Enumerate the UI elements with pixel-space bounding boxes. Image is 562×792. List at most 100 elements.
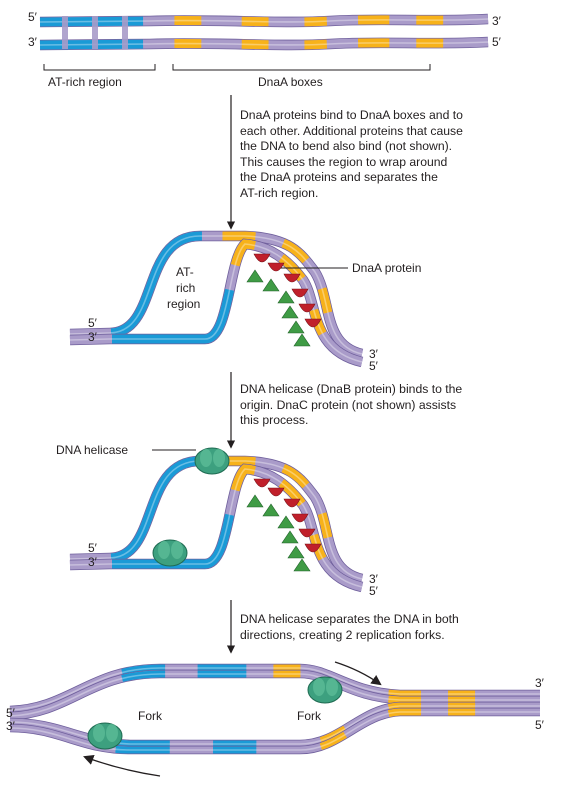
- three-prime-label: 3′: [535, 676, 544, 690]
- five-prime-label: 5′: [369, 584, 378, 598]
- at-rich-label-line-3: region: [167, 297, 201, 311]
- five-prime-label: 5′: [28, 10, 37, 24]
- dnaa-box-segment: [39, 37, 489, 50]
- three-prime-label: 3′: [369, 572, 378, 586]
- dna-strand: [69, 455, 364, 585]
- dna-strand: [9, 663, 540, 715]
- dna-strand: [39, 36, 489, 51]
- strand-highlight: [9, 711, 540, 751]
- strand-highlight: [9, 673, 540, 717]
- dnaa-box-segment: [69, 464, 364, 592]
- dnaa-boxes-label: DnaA boxes: [258, 75, 323, 89]
- five-prime-label: 5′: [88, 316, 97, 330]
- strand-backbone: [9, 708, 540, 754]
- strand-highlight: [69, 243, 363, 363]
- dnaa-protein-icon: [298, 303, 316, 313]
- at-rich-label-line-1: AT-: [176, 265, 194, 279]
- dnaa-protein-icon: [253, 478, 271, 488]
- panel-replication-forks: [9, 663, 540, 755]
- dnaa-protein-icon: [262, 278, 280, 292]
- three-prime-label: 3′: [28, 35, 37, 49]
- dna-strand: [69, 230, 364, 360]
- step-3-text: DNA helicase separates the DNA in both d…: [240, 612, 459, 642]
- dna-strand: [69, 238, 364, 368]
- dna-helicase-icon: [307, 676, 343, 704]
- strand-highlight: [69, 235, 363, 355]
- three-prime-label: 3′: [369, 347, 378, 361]
- strand-marker: [122, 16, 128, 49]
- dnaa-box-segment: [69, 239, 364, 367]
- dnaa-box-segment: [39, 14, 489, 27]
- dnaa-protein-label: DnaA protein: [352, 261, 422, 275]
- strand-backbone: [9, 702, 540, 748]
- dnaa-protein-icon: [293, 333, 311, 347]
- dnaa-protein-icon: [281, 305, 299, 319]
- at-rich-segment: [69, 231, 364, 359]
- at-rich-segment: [69, 456, 364, 584]
- at-rich-segment: [9, 670, 540, 720]
- strand-highlight: [9, 667, 540, 711]
- three-prime-label: 3′: [492, 14, 501, 28]
- dnaa-cluster: [246, 478, 322, 572]
- dnaa-protein-icon: [291, 288, 309, 298]
- dna-strand: [39, 13, 489, 28]
- step-1-text: DnaA proteins bind to DnaA boxes and to …: [240, 108, 463, 200]
- fork-label: Fork: [138, 709, 162, 723]
- helicase-lobe: [200, 449, 212, 467]
- three-prime-label: 3′: [88, 330, 97, 344]
- dna-strand: [9, 707, 540, 755]
- at-rich-region-label: AT-rich region: [48, 75, 122, 89]
- dnaa-protein-icon: [287, 320, 305, 334]
- dnaa-box-segment: [39, 37, 489, 50]
- dnaa-protein-icon: [298, 528, 316, 538]
- five-prime-label: 5′: [492, 35, 501, 49]
- five-prime-label: 5′: [88, 541, 97, 555]
- arrow-icon: [334, 661, 382, 686]
- strand-highlight: [9, 705, 540, 745]
- strand-outline: [69, 463, 364, 593]
- helicase-lobe: [326, 678, 338, 696]
- fork-label: Fork: [297, 709, 321, 723]
- strand-highlight: [69, 460, 363, 580]
- dnaa-protein-icon: [283, 273, 301, 283]
- panel-linear-origin: [39, 13, 489, 71]
- dnaa-protein-icon: [291, 513, 309, 523]
- five-prime-label: 5′: [535, 718, 544, 732]
- helicase-lobe: [171, 541, 183, 559]
- dna-helicase-icon: [152, 539, 188, 567]
- dnaa-protein-icon: [253, 253, 271, 263]
- dna-helicase-icon: [194, 447, 230, 475]
- dnaa-protein-icon: [277, 290, 295, 304]
- dnaa-protein-icon: [277, 515, 295, 529]
- panel-dnaa-binding: [69, 230, 364, 368]
- helicase-lobe: [313, 678, 325, 696]
- helicase-lobe: [158, 541, 170, 559]
- dnaa-protein-icon: [246, 494, 264, 508]
- three-prime-label: 3′: [6, 719, 15, 733]
- dna-strand: [69, 463, 364, 593]
- dna-strand: [9, 669, 540, 721]
- five-prime-label: 5′: [6, 706, 15, 720]
- dnaa-boxes-bracket: [172, 64, 431, 71]
- dnaa-protein-icon: [283, 498, 301, 508]
- panel-helicase-binding: [69, 447, 364, 593]
- three-prime-label: 3′: [88, 555, 97, 569]
- arrow-icon: [83, 755, 161, 777]
- strand-highlight: [39, 18, 489, 23]
- helicase-lobe: [93, 724, 105, 742]
- dnaa-protein-icon: [267, 262, 285, 272]
- strand-highlight: [69, 468, 363, 588]
- at-rich-segment: [69, 464, 364, 592]
- dnaa-protein-icon: [281, 530, 299, 544]
- dnaa-protein-icon: [246, 269, 264, 283]
- dnaa-protein-icon: [267, 487, 285, 497]
- helicase-lobe: [106, 724, 118, 742]
- step-2-text: DNA helicase (DnaB protein) binds to the…: [240, 382, 463, 428]
- strand-marker: [62, 16, 68, 49]
- helicase-lobe: [213, 449, 225, 467]
- dnaa-protein-icon: [287, 545, 305, 559]
- five-prime-label: 5′: [369, 359, 378, 373]
- dnaa-protein-icon: [304, 543, 322, 553]
- at-rich-bracket: [43, 64, 156, 71]
